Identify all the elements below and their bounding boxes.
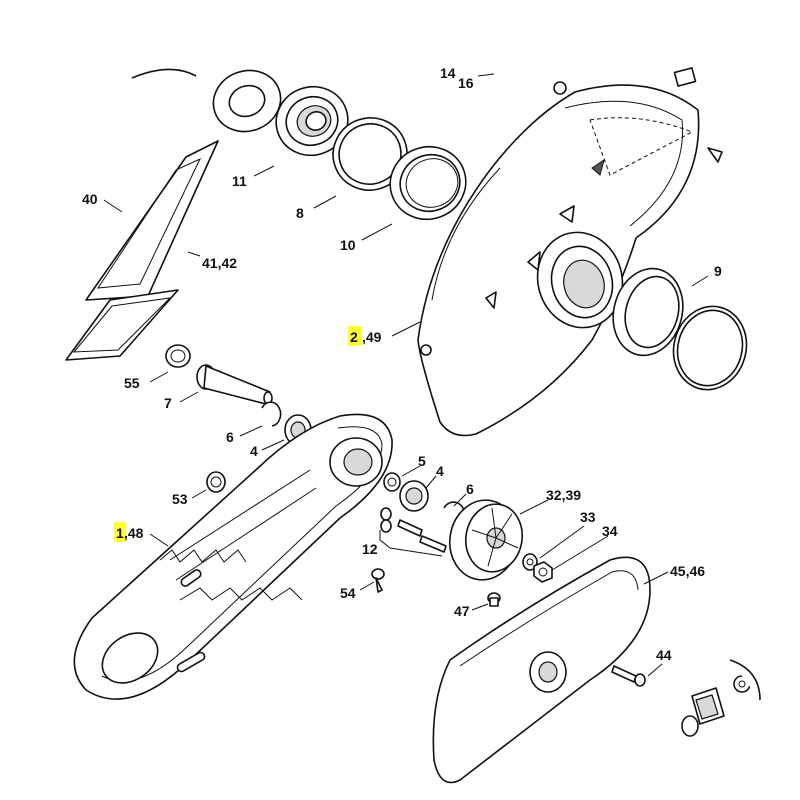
highlight-2 xyxy=(348,326,362,346)
highlight-1 xyxy=(114,522,126,542)
callout-2: 2 xyxy=(350,329,358,345)
part-9-rings xyxy=(612,267,748,391)
part-6-circlip-left xyxy=(261,401,282,427)
callout-4-left: 4 xyxy=(250,443,258,459)
part-34-nut xyxy=(533,561,553,583)
callout-48: ,48 xyxy=(124,525,144,541)
callout-8: 8 xyxy=(296,205,304,221)
leader-lines xyxy=(103,73,709,677)
callout-53: 53 xyxy=(172,491,188,507)
part-32-39-pulley xyxy=(449,499,523,581)
callout-40: 40 xyxy=(82,191,98,207)
callout-7: 7 xyxy=(164,395,172,411)
part-10-ring xyxy=(389,145,467,221)
part-7-shaft xyxy=(196,364,273,405)
part-55-bushing xyxy=(165,344,191,368)
callout-41-42: 41,42 xyxy=(202,255,237,271)
callout-55: 55 xyxy=(124,375,140,391)
part-partial-disc-top-left xyxy=(131,68,197,79)
callout-6-right: 6 xyxy=(466,481,474,497)
callout-44: 44 xyxy=(656,647,672,663)
part-1-48-arm-housing xyxy=(73,413,393,700)
callout-labels: 14 16 11 8 10 40 41,42 9 2 ,49 55 7 6 4 … xyxy=(82,65,722,663)
callout-12: 12 xyxy=(362,541,378,557)
callout-11: 11 xyxy=(232,173,247,189)
callout-49: ,49 xyxy=(362,329,382,345)
callout-5: 5 xyxy=(418,453,426,469)
part-partial-bottom-right xyxy=(681,659,761,737)
part-40-decal xyxy=(85,140,219,301)
part-2-49-blade-guard xyxy=(417,67,723,437)
callout-1: 1 xyxy=(116,525,124,541)
part-44-screw xyxy=(611,665,646,687)
part-45-46-belt-cover xyxy=(432,556,651,784)
callout-47: 47 xyxy=(454,603,470,619)
part-12-screws xyxy=(380,507,447,553)
part-8-washer xyxy=(332,117,408,191)
callout-14: 14 xyxy=(440,65,456,81)
callout-16: 16 xyxy=(458,75,474,91)
callout-54: 54 xyxy=(340,585,356,601)
part-5-washer xyxy=(383,472,401,492)
part-41-42-decal xyxy=(65,289,179,361)
callout-32-39: 32,39 xyxy=(546,487,581,503)
callout-10: 10 xyxy=(340,237,356,253)
callout-33: 33 xyxy=(580,509,596,525)
part-4-bearing-right xyxy=(399,480,429,512)
callout-4-right: 4 xyxy=(436,463,444,479)
part-53-plug xyxy=(206,471,226,493)
callout-34: 34 xyxy=(602,523,618,539)
callout-6-left: 6 xyxy=(226,429,234,445)
part-54-screw xyxy=(371,568,385,593)
part-47-pin xyxy=(487,592,501,607)
part-11-flange xyxy=(212,69,349,157)
callout-9: 9 xyxy=(714,263,722,279)
callout-45-46: 45,46 xyxy=(670,563,705,579)
